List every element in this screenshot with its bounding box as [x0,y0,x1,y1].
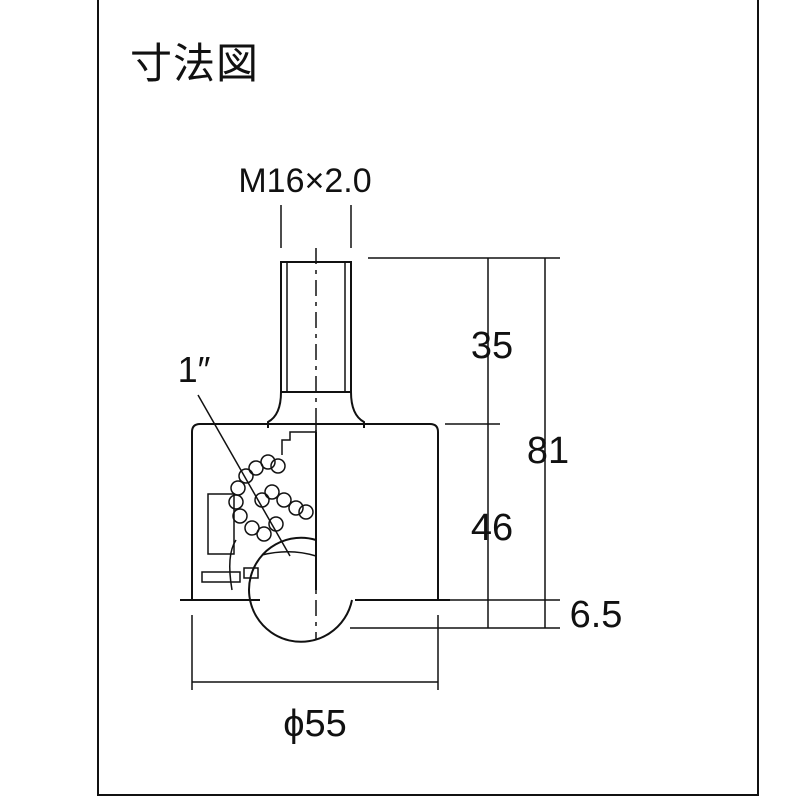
ball-leader-line [197,394,291,557]
body-height-label: 46 [471,507,513,549]
thread-label: M16×2.0 [238,162,371,200]
diameter-label: ϕ55 [283,703,347,745]
ball-size-label: 1″ [178,349,211,390]
housing-body [180,423,450,601]
main-ball [248,536,353,643]
stud-length-label: 35 [471,325,513,367]
ball-seat [261,551,317,557]
bearing-balls [228,454,314,542]
drawing-title: 寸法図 [130,39,260,88]
ball-protrusion-label: 6.5 [570,594,623,636]
dimension-lines [191,205,560,690]
drawing-frame [97,0,759,796]
total-height-label: 81 [527,430,569,472]
